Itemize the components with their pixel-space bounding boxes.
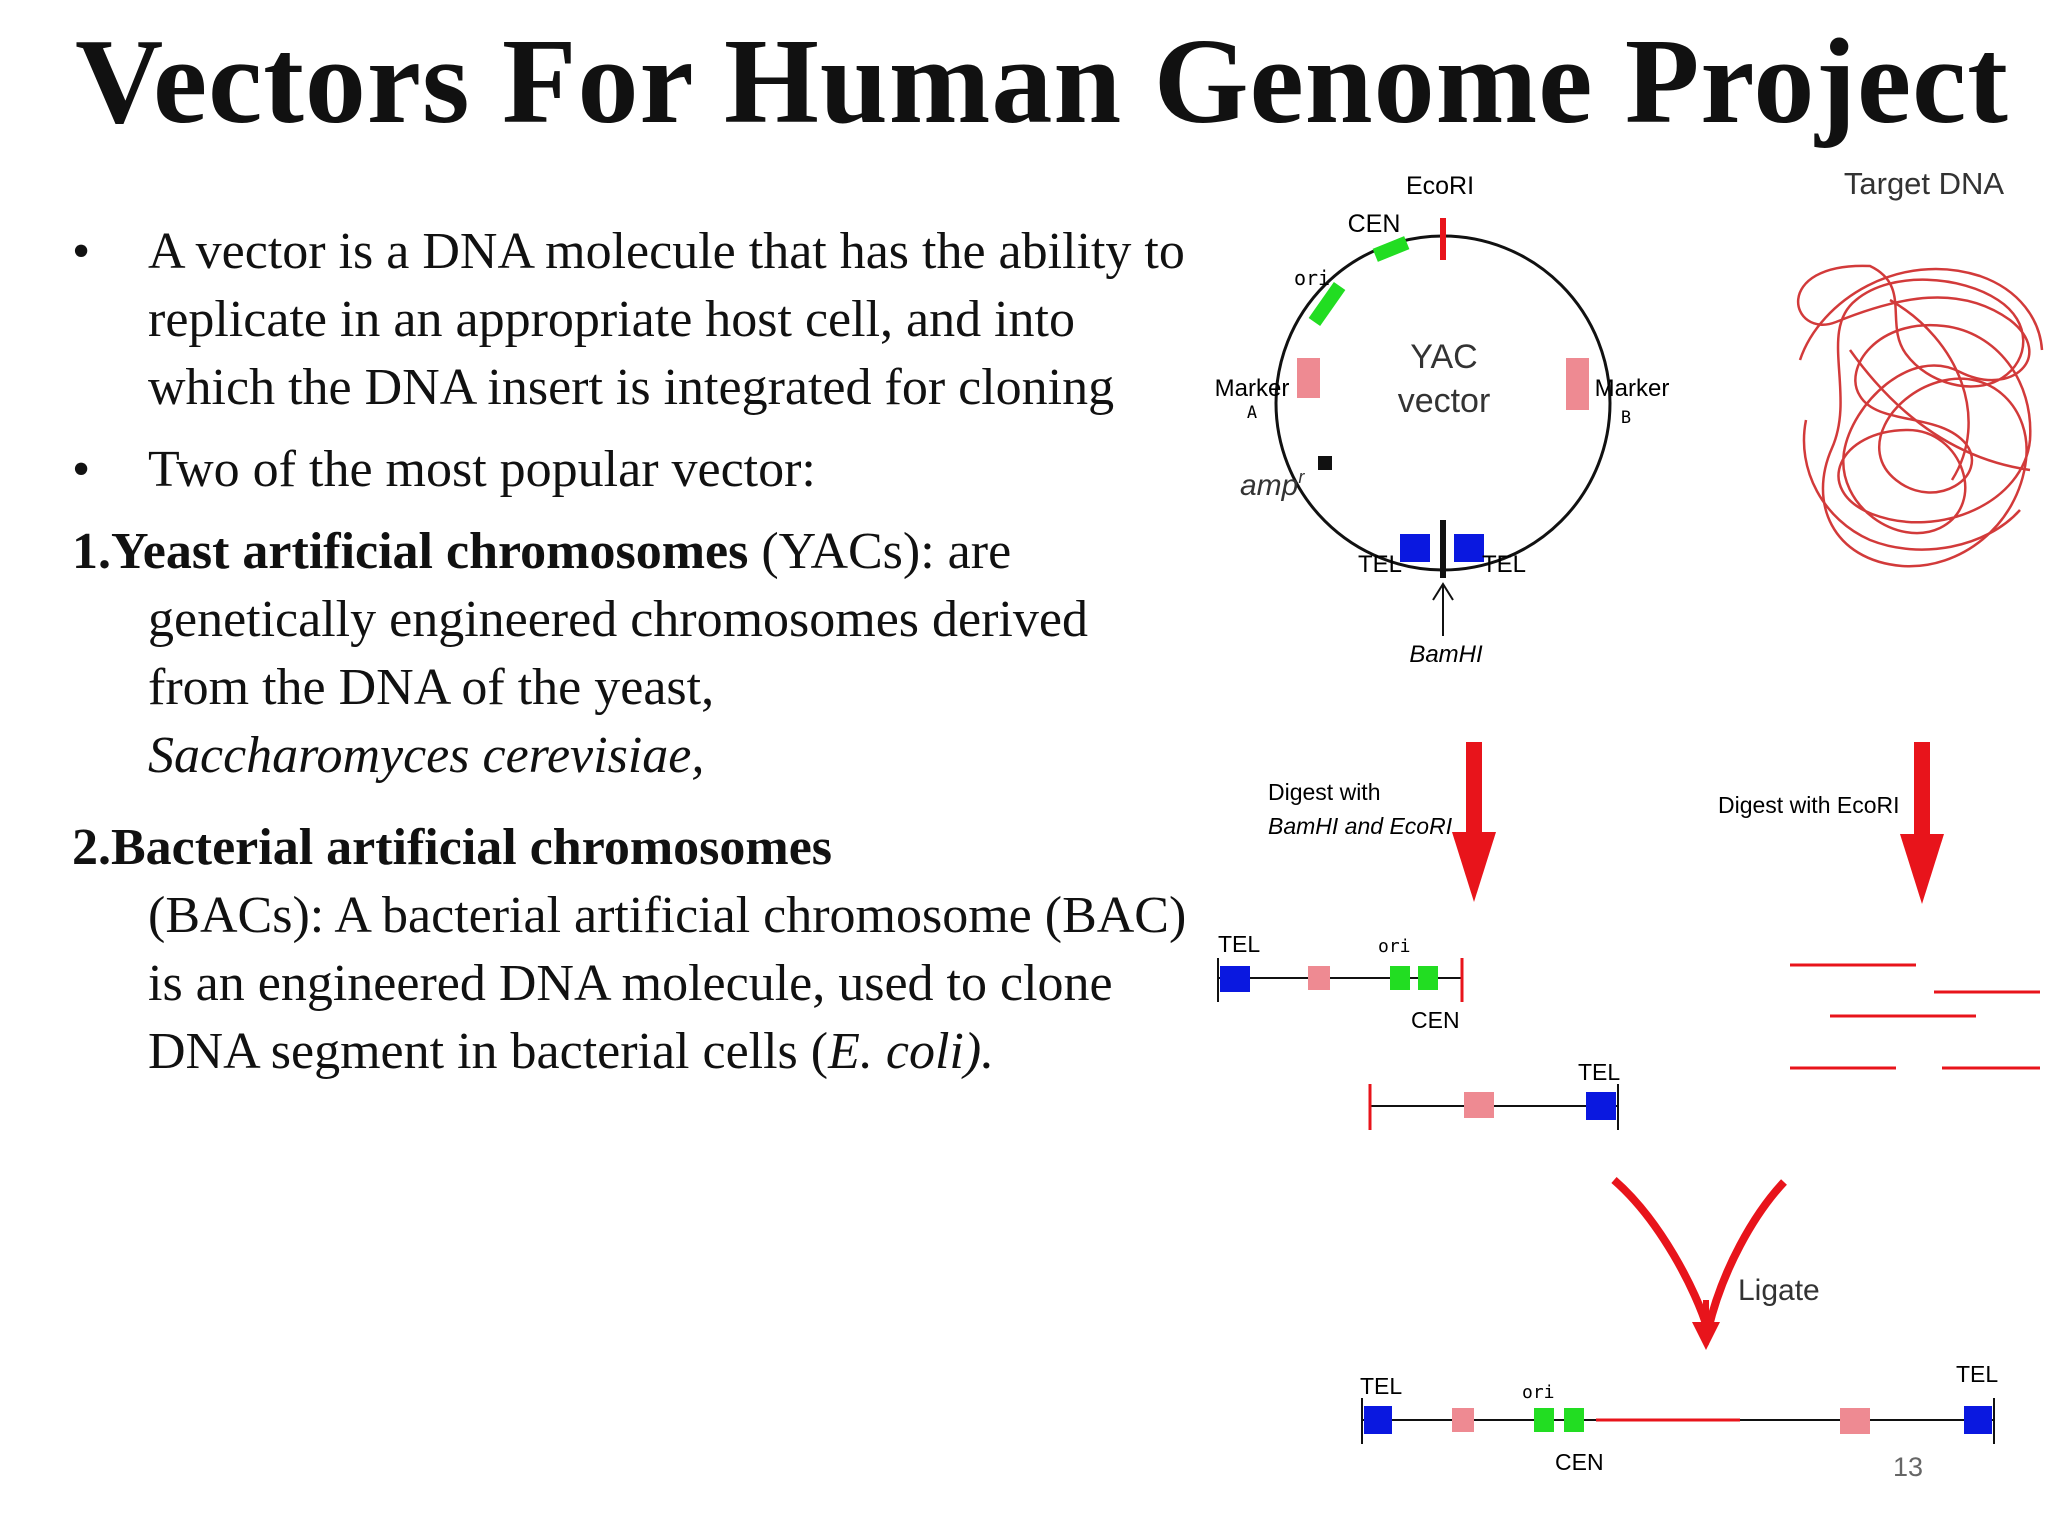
- digest-left-label-line2: BamHI and EcoRI: [1268, 813, 1453, 839]
- ampr-label: ampr: [1240, 467, 1305, 502]
- recombinant-tel-right-label: TEL: [1956, 1361, 1998, 1387]
- item-heading-rest: (YACs): are: [748, 523, 1012, 580]
- item-description: genetically engineered chromosomes deriv…: [148, 591, 1088, 716]
- digest-arrow-left-head: [1452, 832, 1496, 902]
- tel-right-label: TEL: [1482, 551, 1526, 578]
- recombinant-marker-b: [1840, 1408, 1870, 1434]
- ampr-site: [1318, 456, 1332, 470]
- bamhi-pointer-head: [1432, 582, 1454, 601]
- recombinant-marker-a: [1452, 1408, 1474, 1432]
- left-arm-1-ori: [1390, 966, 1410, 990]
- recombinant-tel-left: [1364, 1406, 1392, 1434]
- species-name: Saccharomyces cerevisiae,: [148, 727, 705, 784]
- digest-right-label: Digest with EcoRI: [1718, 792, 1900, 818]
- bullet-dot: •: [72, 223, 91, 280]
- numbered-item-bac: 2.Bacterial artificial chromosomes (BACs…: [72, 814, 1202, 1086]
- tel-left-block: [1400, 534, 1430, 562]
- left-arm-2-tel-label: TEL: [1578, 1059, 1620, 1085]
- text-body: • A vector is a DNA molecule that has th…: [72, 218, 1202, 1086]
- marker-b-label: Marker: [1595, 375, 1670, 402]
- left-arm-1-tel: [1220, 966, 1250, 992]
- ecori-label: EcoRI: [1406, 172, 1474, 200]
- bullet-text: Two of the most popular vector:: [148, 441, 816, 498]
- numbered-item-yac: 1.Yeast artificial chromosomes (YACs): a…: [72, 518, 1202, 790]
- bamhi-label: BamHI: [1409, 641, 1483, 668]
- item-heading: Bacterial artificial chromosomes: [111, 819, 833, 876]
- recombinant-ori-label: ori: [1522, 1382, 1555, 1403]
- left-arm-1-cen: [1418, 966, 1438, 990]
- recombinant-cen: [1564, 1408, 1584, 1432]
- left-arm-1-marker: [1308, 966, 1330, 990]
- digest-arrow-right-head: [1900, 834, 1944, 904]
- recombinant-cen-label: CEN: [1555, 1449, 1604, 1475]
- ori-label: ori: [1294, 266, 1330, 290]
- ligate-arrow-head: [1692, 1322, 1720, 1350]
- recombinant-ori: [1534, 1408, 1554, 1432]
- target-dna-label: Target DNA: [1844, 166, 2005, 201]
- bullet-item: • Two of the most popular vector:: [72, 436, 1202, 504]
- marker-a-letter: A: [1247, 403, 1257, 423]
- item-heading: Yeast artificial chromosomes: [111, 523, 749, 580]
- yac-label: YAC: [1410, 338, 1477, 376]
- recombinant-tel-left-label: TEL: [1360, 1373, 1402, 1399]
- yac-cloning-diagram: EcoRI CEN ori Marker A Marker B YAC vect…: [1215, 166, 2044, 1482]
- marker-b-block: [1566, 358, 1589, 410]
- cen-element: [1372, 236, 1410, 262]
- left-arm-2-marker: [1464, 1092, 1494, 1118]
- cen-label: CEN: [1348, 210, 1401, 238]
- left-arm-1-tel-label: TEL: [1218, 931, 1260, 957]
- marker-b-letter: B: [1621, 408, 1631, 428]
- ligate-arrow-branches: [1611, 1176, 1787, 1346]
- species-name: E. coli).: [828, 1023, 995, 1080]
- left-arm-1-ori-label: ori: [1378, 936, 1411, 957]
- vector-label: vector: [1398, 382, 1491, 420]
- target-dna-strands: [1798, 267, 2044, 551]
- ori-element: [1308, 281, 1346, 327]
- slide-title: Vectors For Human Genome Project: [75, 14, 2009, 149]
- tel-right-block: [1454, 534, 1484, 562]
- bullet-text: A vector is a DNA molecule that has the …: [148, 223, 1185, 416]
- item-description: (BACs): A bacterial artificial chromosom…: [148, 887, 1187, 1080]
- recombinant-tel-right: [1964, 1406, 1992, 1434]
- left-arm-2-tel: [1586, 1092, 1616, 1120]
- target-dna-coil: [1797, 264, 2032, 568]
- bullet-item: • A vector is a DNA molecule that has th…: [72, 218, 1202, 422]
- tel-left-label: TEL: [1358, 551, 1402, 578]
- digest-arrow-right-shaft: [1914, 742, 1930, 834]
- bullet-dot: •: [72, 441, 91, 498]
- ligate-label: Ligate: [1738, 1274, 1820, 1307]
- left-arm-1-cen-label: CEN: [1411, 1007, 1460, 1033]
- item-number: 2.: [72, 819, 111, 876]
- digest-left-label-line1: Digest with: [1268, 779, 1380, 805]
- digest-arrow-left-shaft: [1466, 742, 1482, 832]
- item-number: 1.: [72, 523, 111, 580]
- marker-a-label: Marker: [1215, 375, 1290, 402]
- page-number: 13: [1893, 1452, 1923, 1482]
- marker-a-block: [1297, 358, 1320, 398]
